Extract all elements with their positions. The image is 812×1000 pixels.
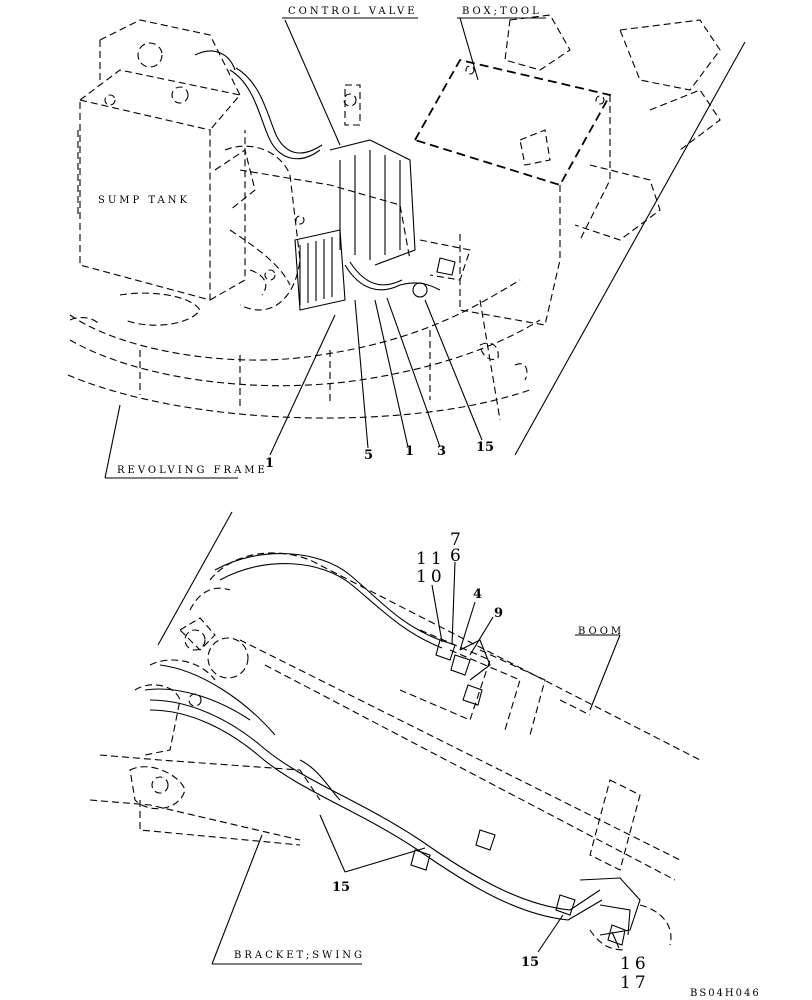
callout-7: 7	[450, 530, 465, 550]
callout-4: 4	[473, 587, 482, 602]
callout-5: 5	[364, 448, 373, 463]
leader-lines-bottom	[211, 561, 621, 965]
tool-box-shape	[413, 14, 721, 326]
revolving-frame-shape	[67, 279, 541, 421]
frame-edge-line	[514, 41, 746, 456]
callout-11: 11	[416, 549, 446, 569]
drawing-code: BS04H046	[690, 988, 761, 999]
revolving-frame-label: REVOLVING FRAME	[117, 465, 268, 476]
boom-label: BOOM	[578, 626, 624, 637]
control-valve-label: CONTROL VALVE	[288, 6, 418, 17]
bracket-swing-label: BRACKET;SWING	[234, 950, 365, 961]
boom-view: BOOM BRACKET;SWING 7 11 6 10 4 9 15 15 1…	[89, 511, 701, 993]
callout-3: 3	[437, 444, 446, 459]
sump-tank-shape	[77, 19, 246, 301]
callout-1-right: 1	[405, 444, 414, 459]
callout-10: 10	[416, 567, 446, 587]
hose-bundle	[144, 553, 672, 951]
box-tool-label: BOX;TOOL	[462, 6, 542, 17]
boom-shape	[179, 552, 701, 881]
callout-17: 17	[620, 973, 650, 993]
callout-6: 6	[450, 546, 465, 566]
sump-tank-label: SUMP TANK	[98, 195, 190, 206]
callout-9: 9	[494, 606, 503, 621]
callout-15-bottom-left: 15	[332, 880, 350, 895]
callout-16: 16	[620, 954, 650, 974]
swing-bracket-shape	[89, 659, 321, 846]
revolving-frame-view: CONTROL VALVE BOX;TOOL SUMP TANK REVOLVI…	[67, 6, 746, 479]
leader-lines-top	[104, 17, 546, 479]
boom-edge-line	[157, 511, 233, 646]
callout-1-left: 1	[265, 456, 274, 471]
callout-15-bottom-right: 15	[521, 955, 539, 970]
callout-15-top: 15	[476, 440, 494, 455]
control-valve-shape	[194, 50, 471, 311]
